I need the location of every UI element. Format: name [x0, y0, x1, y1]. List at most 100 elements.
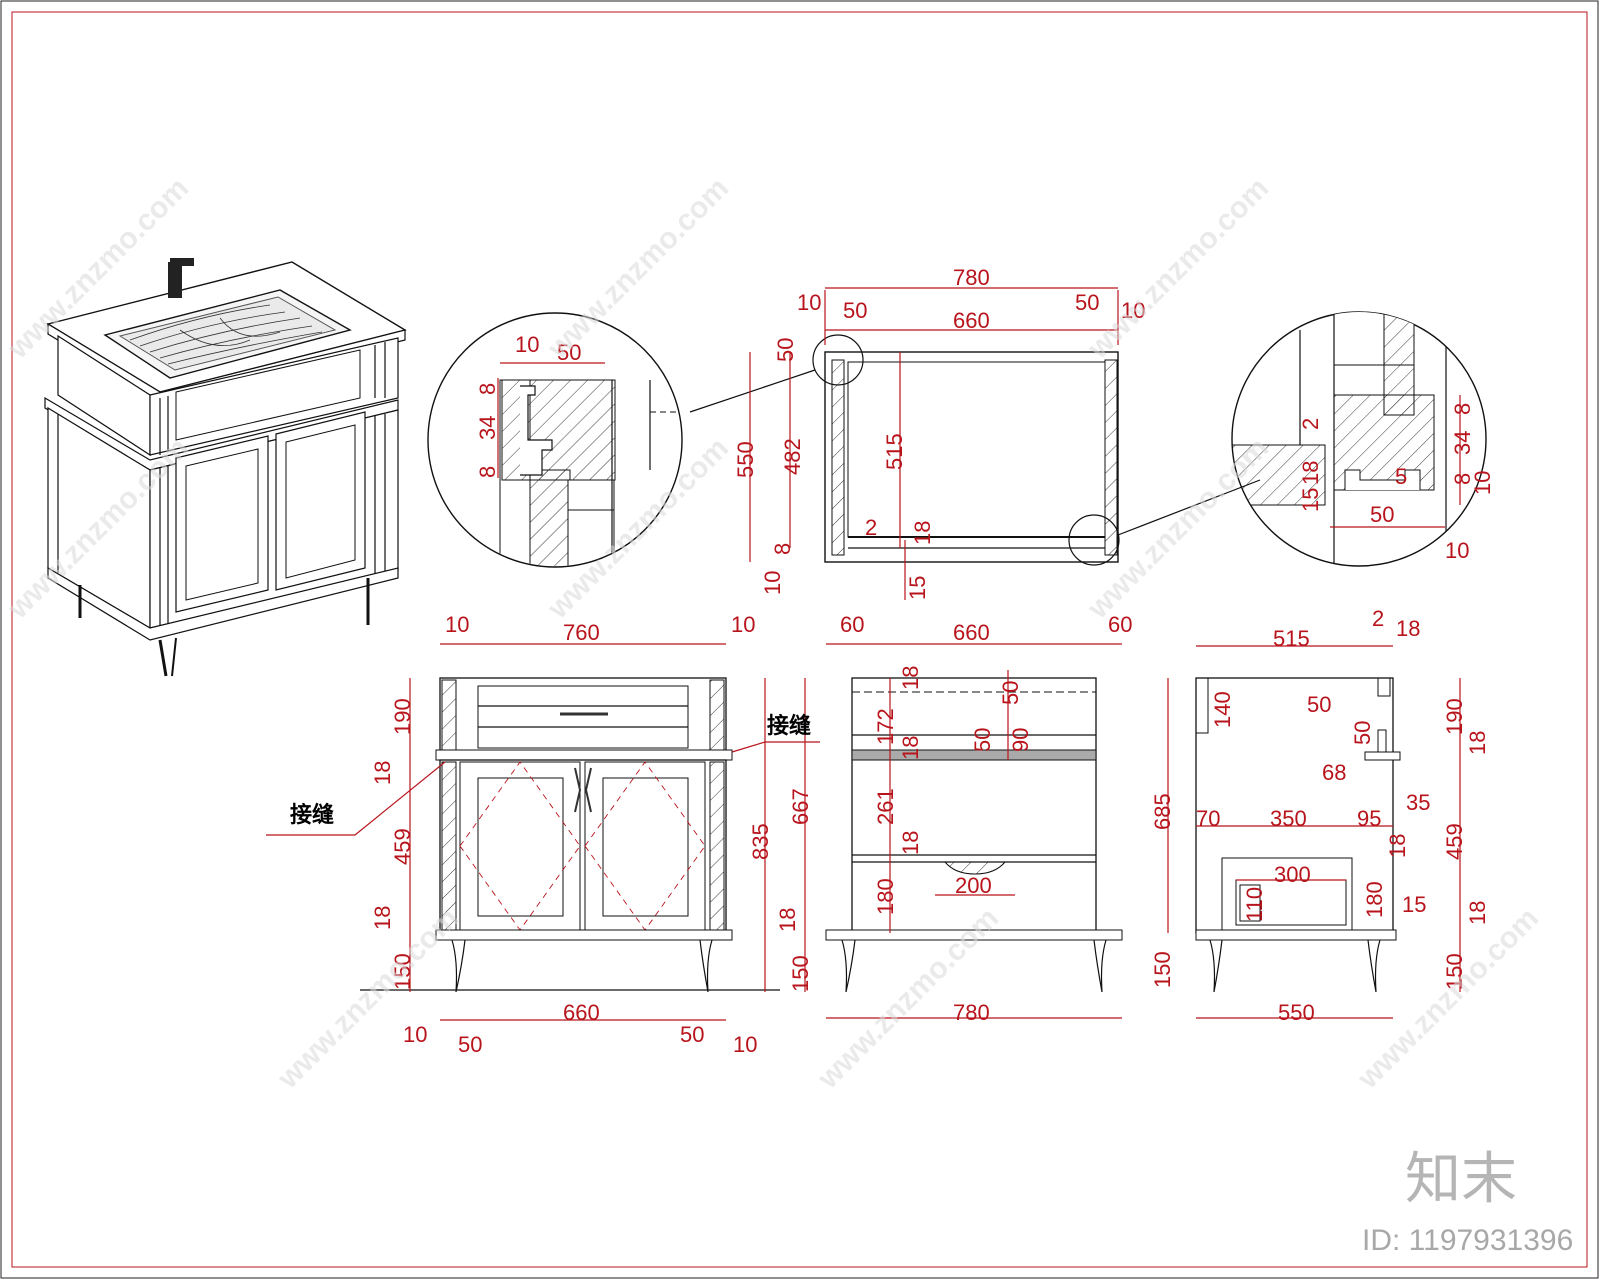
- dim-section-50a: 50: [998, 681, 1023, 705]
- dim-front-660: 660: [563, 1000, 600, 1025]
- dim-side-50b: 50: [1350, 721, 1375, 745]
- dim-front-760: 760: [563, 620, 600, 645]
- dim-detail-right-2: 2: [1298, 418, 1323, 430]
- dim-plan-right-50: 50: [1075, 290, 1099, 315]
- dim-side-35: 35: [1406, 790, 1430, 815]
- dim-front-top-10a: 10: [445, 612, 469, 637]
- detail-left: 10 50 8 34 8: [427, 312, 816, 568]
- dim-side-r18b: 18: [1465, 901, 1490, 925]
- dim-side-2: 2: [1372, 606, 1384, 631]
- dim-section-50b: 50: [970, 728, 995, 752]
- dim-front-top-10b: 10: [731, 612, 755, 637]
- dim-section-top-60b: 60: [1108, 612, 1132, 637]
- dim-detail-right-8b: 8: [1450, 473, 1475, 485]
- dim-front-150b: 150: [788, 955, 813, 992]
- dim-front-459: 459: [390, 828, 415, 865]
- dim-section-200: 200: [955, 873, 992, 898]
- dim-detail-left-10: 10: [515, 332, 539, 357]
- dim-plan-550: 550: [733, 441, 758, 478]
- svg-text:www.znzmo.com: www.znzmo.com: [271, 902, 465, 1096]
- dim-side-685: 685: [1150, 793, 1175, 830]
- dim-detail-right-15: 15: [1298, 488, 1323, 512]
- dim-section-90: 90: [1008, 728, 1033, 752]
- dim-section-top-60a: 60: [840, 612, 864, 637]
- dim-section-180: 180: [873, 878, 898, 915]
- dim-plan-18: 18: [910, 521, 935, 545]
- dim-front-bot-50b: 50: [680, 1022, 704, 1047]
- dim-front-18a: 18: [370, 761, 395, 785]
- dim-plan-right-10: 10: [1121, 298, 1145, 323]
- dim-side-515: 515: [1273, 626, 1310, 651]
- seam-label-left: 接缝: [290, 802, 334, 828]
- section-elevation: 60 660 60 18 172 18 261 18 180 50 50 90 …: [825, 612, 1132, 1025]
- drawing-frame-inner: [11, 11, 1588, 1268]
- dim-detail-right-10: 10: [1445, 538, 1469, 563]
- dim-side-140: 140: [1210, 691, 1235, 728]
- dim-detail-right-50: 50: [1370, 502, 1394, 527]
- dim-plan-10: 10: [760, 571, 785, 595]
- dim-front-18b: 18: [370, 906, 395, 930]
- isometric-view: [44, 258, 407, 677]
- dim-side-190: 190: [1442, 698, 1467, 735]
- dim-plan-660: 660: [953, 308, 990, 333]
- dim-plan-515: 515: [882, 433, 907, 470]
- dim-side-95: 95: [1357, 806, 1381, 831]
- dim-section-18c: 18: [898, 831, 923, 855]
- dim-side-50a: 50: [1307, 692, 1331, 717]
- dim-plan-left-10: 10: [797, 290, 821, 315]
- dim-detail-left-50: 50: [557, 340, 581, 365]
- front-elevation: 10 760 10 190 18 459 18 150 835 667 18 1…: [266, 612, 820, 1057]
- dim-side-r18a: 18: [1465, 731, 1490, 755]
- dim-detail-right-5: 5: [1395, 464, 1407, 489]
- dim-front-667: 667: [788, 788, 813, 825]
- dim-detail-left-34: 34: [475, 416, 500, 440]
- dim-plan-left-50: 50: [843, 298, 867, 323]
- dim-side-550: 550: [1278, 1000, 1315, 1025]
- dim-side-150: 150: [1150, 951, 1175, 988]
- dim-plan-side-50: 50: [773, 338, 798, 362]
- dim-side-300: 300: [1274, 862, 1311, 887]
- dim-side-r150: 150: [1442, 953, 1467, 990]
- dim-front-190: 190: [390, 698, 415, 735]
- faucet: [168, 262, 182, 298]
- dim-detail-right-18: 18: [1298, 461, 1323, 485]
- dim-section-261: 261: [873, 788, 898, 825]
- dim-front-bot-10b: 10: [733, 1032, 757, 1057]
- dim-front-835: 835: [748, 823, 773, 860]
- dim-section-18a: 18: [898, 666, 923, 690]
- dim-side-350: 350: [1270, 806, 1307, 831]
- dim-side-15: 15: [1402, 892, 1426, 917]
- dim-section-780: 780: [953, 1000, 990, 1025]
- dim-plan-15: 15: [905, 576, 930, 600]
- dim-front-bot-10a: 10: [403, 1022, 427, 1047]
- dim-plan-2: 2: [865, 515, 877, 540]
- detail-right: 50 10 2 15 18 8 34 8 10 5: [1117, 311, 1495, 567]
- side-elevation: 515 2 18 685 140 150 50 50 68 35 70 350 …: [1150, 606, 1490, 1025]
- dim-side-110: 110: [1242, 887, 1267, 922]
- dim-section-660: 660: [953, 620, 990, 645]
- seam-label-right: 接缝: [767, 713, 811, 739]
- dim-detail-left-8a: 8: [475, 383, 500, 395]
- drawing-id: ID: 1197931396: [1362, 1224, 1573, 1257]
- dim-plan-482: 482: [780, 438, 805, 475]
- dim-detail-right-34: 34: [1450, 431, 1475, 455]
- svg-text:www.znzmo.com: www.znzmo.com: [541, 172, 735, 366]
- dim-front-bot-50a: 50: [458, 1032, 482, 1057]
- dim-side-d18: 18: [1385, 834, 1410, 858]
- dim-detail-left-8b: 8: [475, 466, 500, 478]
- dim-section-172: 172: [873, 708, 898, 745]
- dim-front-150: 150: [390, 953, 415, 990]
- dim-side-180: 180: [1362, 881, 1387, 918]
- dim-detail-right-8: 8: [1450, 403, 1475, 415]
- plan-view: 780 10 50 660 50 10 50 550 482 8 10 515 …: [733, 265, 1145, 600]
- dim-section-18b: 18: [898, 736, 923, 760]
- brand-logo: 知末: [1405, 1147, 1517, 1212]
- dim-side-70: 70: [1196, 806, 1220, 831]
- dim-front-18c: 18: [775, 908, 800, 932]
- dim-side-18: 18: [1396, 616, 1420, 641]
- dim-side-68: 68: [1322, 760, 1346, 785]
- dim-detail-right-10v: 10: [1470, 471, 1495, 495]
- dim-plan-8: 8: [770, 543, 795, 555]
